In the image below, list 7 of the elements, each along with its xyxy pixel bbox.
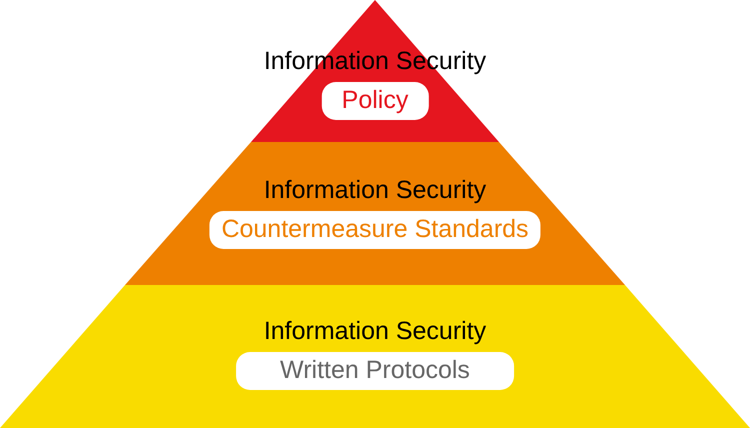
tier-heading: Information Security — [264, 175, 486, 205]
tier-name-pill: Policy — [322, 82, 428, 120]
tier-heading: Information Security — [264, 316, 486, 346]
pyramid-tier — [0, 285, 750, 428]
tier-name-pill: Countermeasure Standards — [209, 211, 541, 249]
tier-name-pill: Written Protocols — [236, 352, 514, 390]
pyramid-tier — [125, 142, 625, 285]
